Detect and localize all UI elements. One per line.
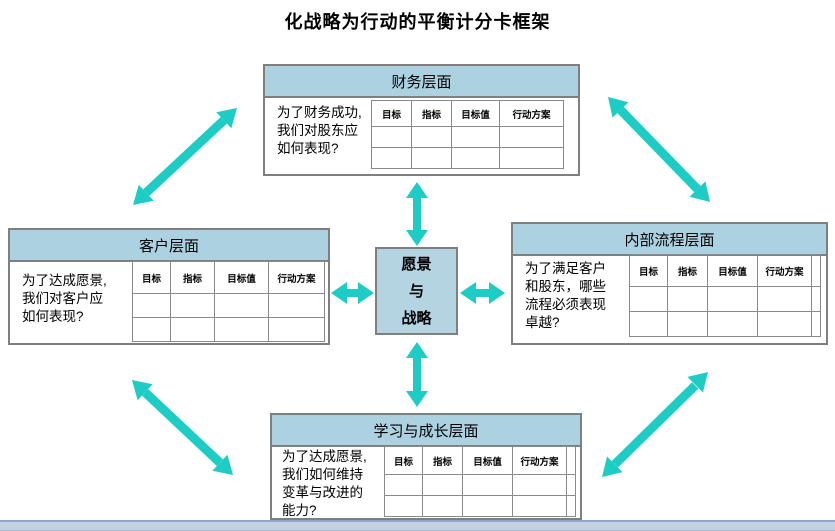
empty-cell [411,126,452,148]
column-header-target: 目标值 [707,254,758,287]
column-header-initiative: 行动方案 [268,261,325,294]
internal-process-perspective-header: 内部流程层面 [513,224,826,256]
table-row [384,474,576,496]
empty-cell [811,286,821,312]
empty-cell [214,293,269,318]
column-header-objective: 目标 [384,446,423,475]
empty-cell [132,317,171,342]
footer-bar [0,520,835,531]
arrow-financial-center [406,182,428,246]
empty-cell [371,126,412,148]
table-row [132,293,325,318]
column-header-spare [566,446,576,475]
arrow-customer-center [331,282,374,304]
table-row [371,126,564,148]
table-row [629,286,821,312]
table-row [371,147,564,169]
column-header-target: 目标值 [214,261,269,294]
empty-cell [667,286,708,312]
empty-cell [629,311,668,337]
empty-cell [422,495,463,517]
column-header-initiative: 行动方案 [512,446,567,475]
empty-cell [707,286,758,312]
empty-cell [451,147,500,169]
empty-cell [499,126,564,148]
empty-cell [214,317,269,342]
arrow-customer-financial [133,108,237,205]
empty-cell [811,311,821,337]
learning-growth-question: 为了达成愿景, 我们如何维持 变革与改进的 能力? [282,449,367,519]
empty-cell [268,317,325,342]
column-header-target: 目标值 [451,100,500,127]
table-row [629,311,821,337]
empty-cell [757,286,812,312]
table-row [384,495,576,517]
column-header-initiative: 行动方案 [757,254,812,287]
customer-question: 为了达成愿景, 我们对客户应 如何表现? [22,273,107,325]
empty-cell [566,495,576,517]
empty-cell [132,293,171,318]
column-header-measure: 指标 [422,446,463,475]
learning-growth-perspective-box: 学习与成长层面 为了达成愿景, 我们如何维持 变革与改进的 能力? 目标 指标 … [270,413,582,520]
empty-cell [499,147,564,169]
empty-cell [268,293,325,318]
empty-cell [462,495,513,517]
internal-process-question: 为了满足客户 和股东，哪些 流程必须表现 卓越? [525,261,606,331]
column-header-measure: 指标 [411,100,452,127]
customer-table: 目标 指标 目标值 行动方案 [132,261,325,342]
empty-cell [384,495,423,517]
internal-process-table: 目标 指标 目标值 行动方案 [629,254,821,337]
financial-perspective-header: 财务层面 [265,66,578,98]
column-header-measure: 指标 [667,254,708,287]
table-row [132,317,325,342]
column-header-initiative: 行动方案 [499,100,564,127]
financial-question: 为了财务成功, 我们对股东应 如何表现? [277,105,362,157]
arrow-learning-center [406,342,428,407]
financial-perspective-box: 财务层面 为了财务成功, 我们对股东应 如何表现? 目标 指标 目标值 行动方案 [263,64,580,176]
empty-cell [707,311,758,337]
empty-cell [170,293,215,318]
learning-growth-table: 目标 指标 目标值 行动方案 [384,446,576,517]
column-header-objective: 目标 [132,261,171,294]
empty-cell [757,311,812,337]
empty-cell [667,311,708,337]
empty-cell [384,474,423,496]
column-header-target: 目标值 [462,446,513,475]
empty-cell [422,474,463,496]
arrow-internal-center [460,282,505,304]
empty-cell [462,474,513,496]
empty-cell [451,126,500,148]
internal-process-perspective-box: 内部流程层面 为了满足客户 和股东，哪些 流程必须表现 卓越? 目标 指标 目标… [511,222,828,345]
column-header-objective: 目标 [629,254,668,287]
arrow-customer-learning [132,380,233,475]
arrow-financial-internal [608,97,710,202]
empty-cell [629,286,668,312]
empty-cell [512,495,567,517]
vision-strategy-box: 愿景 与 战略 [375,247,458,335]
empty-cell [512,474,567,496]
empty-cell [411,147,452,169]
learning-growth-perspective-header: 学习与成长层面 [272,415,580,447]
financial-table: 目标 指标 目标值 行动方案 [371,100,564,169]
empty-cell [170,317,215,342]
empty-cell [566,474,576,496]
diagram-title: 化战略为行动的平衡计分卡框架 [284,12,551,32]
column-header-measure: 指标 [170,261,215,294]
column-header-spare [811,254,821,287]
column-header-objective: 目标 [371,100,412,127]
customer-perspective-box: 客户层面 为了达成愿景, 我们对客户应 如何表现? 目标 指标 目标值 行动方案 [8,228,330,345]
arrow-learning-internal [602,372,708,477]
empty-cell [371,147,412,169]
customer-perspective-header: 客户层面 [10,230,328,262]
